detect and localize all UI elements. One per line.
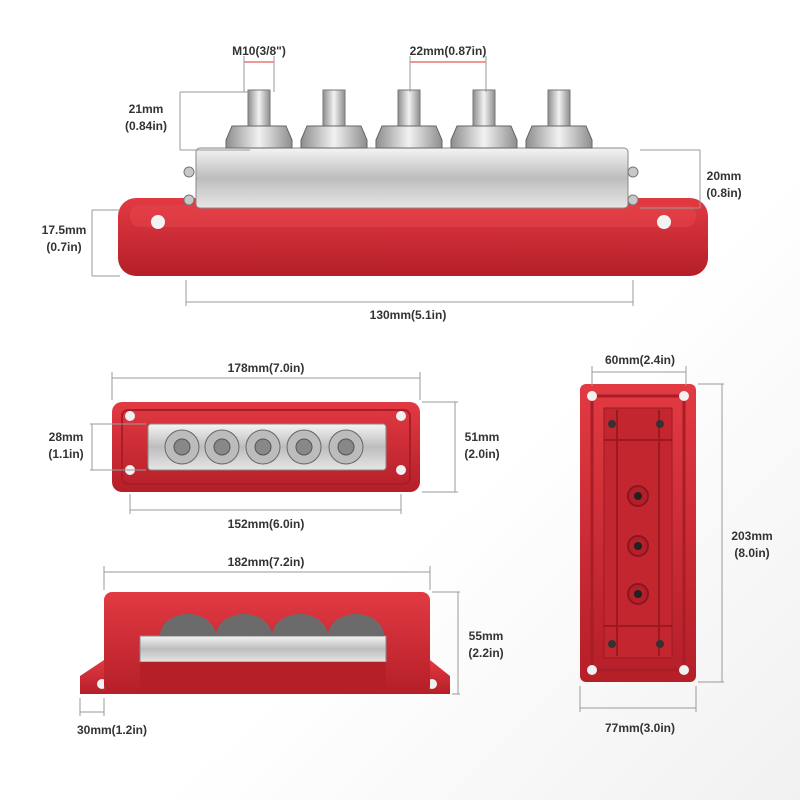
flange-width-label: 30mm(1.2in)	[77, 723, 147, 737]
bar-height-mm: 20mm	[707, 169, 742, 183]
length-in: (8.0in)	[734, 546, 769, 560]
stud	[375, 89, 443, 149]
stud	[450, 89, 518, 149]
base-length-label: 130mm(5.1in)	[370, 308, 447, 322]
mounting-boss	[627, 583, 649, 605]
cable-opening	[160, 614, 216, 636]
cover-length-label: 182mm(7.2in)	[228, 555, 305, 569]
stud-spacing-label: 22mm(0.87in)	[410, 44, 487, 58]
terminal-nut	[245, 429, 281, 465]
overall-length-label: 178mm(7.0in)	[228, 361, 305, 375]
terminal-nut	[164, 429, 200, 465]
cover-height-mm: 55mm	[469, 629, 504, 643]
mounting-boss	[627, 535, 649, 557]
mount-hole	[151, 215, 165, 229]
overall-width-in: (2.0in)	[464, 447, 499, 461]
hole-spacing-label: 152mm(6.0in)	[228, 517, 305, 531]
cable-opening	[216, 614, 272, 636]
mounting-boss	[627, 485, 649, 507]
cable-opening	[272, 614, 328, 636]
width-top-label: 60mm(2.4in)	[605, 353, 675, 367]
stud	[300, 89, 368, 149]
stud-height-mm: 21mm	[129, 102, 164, 116]
bus-bar	[195, 147, 629, 209]
length-mm: 203mm	[731, 529, 772, 543]
width-bottom-label: 77mm(3.0in)	[605, 721, 675, 735]
stud-size-label: M10(3/8")	[232, 44, 286, 58]
terminal-nut	[286, 429, 322, 465]
bar-width-in: (1.1in)	[48, 447, 83, 461]
terminal-nut	[204, 429, 240, 465]
bottom-view: 60mm(2.4in) 203mm (8.0in) 77mm(3.0in)	[579, 353, 773, 735]
cover-height-in: (2.2in)	[468, 646, 503, 660]
bar-width-mm: 28mm	[49, 430, 84, 444]
front-view: 178mm(7.0in) 28mm (1.1in) 51mm (2.0in) 1…	[48, 361, 499, 531]
cover-view: 182mm(7.2in) 55mm (2.2in) 30mm(1.2in)	[77, 555, 504, 737]
terminal-nut	[328, 429, 364, 465]
bar-height-in: (0.8in)	[706, 186, 741, 200]
base-height-in: (0.7in)	[46, 240, 81, 254]
stud	[525, 89, 593, 149]
base-height-mm: 17.5mm	[42, 223, 87, 237]
overall-width-mm: 51mm	[465, 430, 500, 444]
stud-height-in: (0.84in)	[125, 119, 167, 133]
cable-opening	[328, 614, 384, 636]
mount-hole	[657, 215, 671, 229]
top-view: M10(3/8") 22mm(0.87in) 21mm (0.84in) 20m…	[42, 44, 742, 322]
stud	[225, 89, 293, 149]
